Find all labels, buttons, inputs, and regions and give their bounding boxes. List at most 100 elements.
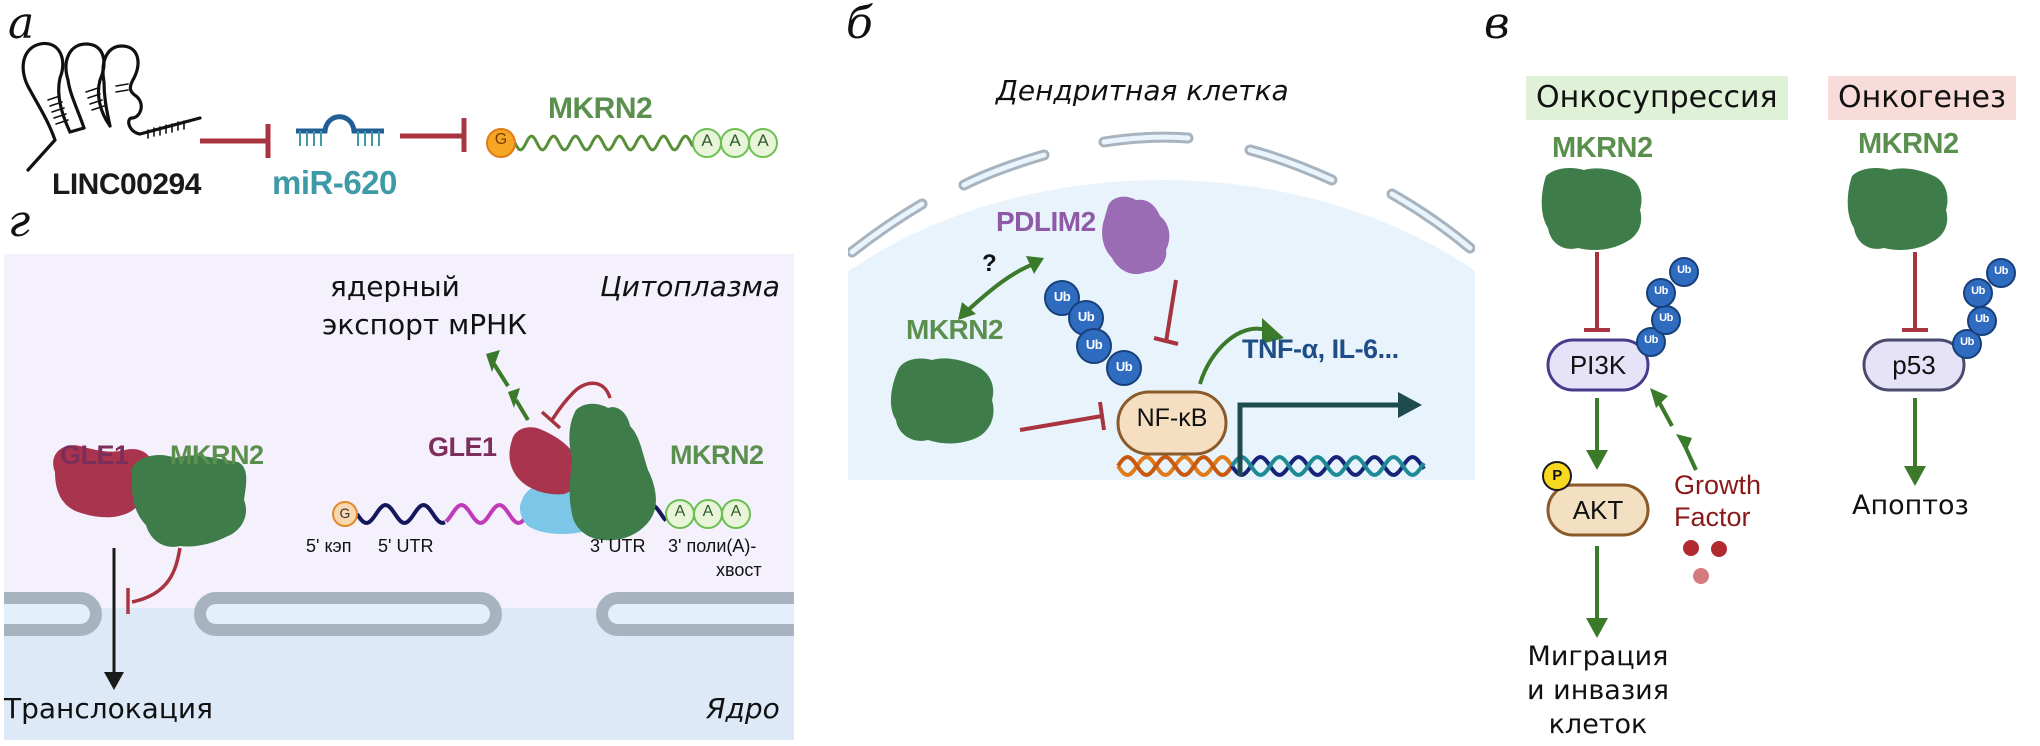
ub-label: Ub xyxy=(1085,337,1103,352)
p53-node xyxy=(1862,338,1966,392)
p53-label: p53 xyxy=(1892,350,1936,380)
growth-factor-label-line1: Growth xyxy=(1674,470,1762,500)
utr3-label: 3' UTR xyxy=(590,536,646,556)
mrna-cap-g xyxy=(332,501,358,527)
ub-label: Ub xyxy=(1053,289,1071,304)
polya-letter: A xyxy=(674,503,686,520)
ub-label: Ub xyxy=(1677,264,1691,276)
mrna-segment xyxy=(355,502,446,526)
unknown-interaction-mark: ? xyxy=(982,250,997,277)
cell-membrane-inner xyxy=(849,134,1473,255)
mkrn2-mrna-icon xyxy=(486,128,778,158)
ub-label: Ub xyxy=(1654,285,1668,297)
mkrn2-label-oncogenesis: MKRN2 xyxy=(1858,128,1959,160)
activation-arrow-nfkb xyxy=(1198,318,1284,385)
mkrn2-protein-b xyxy=(890,358,994,444)
migration-outcome-line2: и инвазия xyxy=(1527,675,1669,706)
pi3k-label: PI3K xyxy=(1569,350,1627,380)
translocation-label: Транслокация xyxy=(4,692,213,725)
polya-letter: A xyxy=(729,131,741,150)
inhibition-arrow-mkrn2-pi3k xyxy=(1584,252,1610,332)
dna-strand-teal-2 xyxy=(1230,454,1426,478)
polya-label-line1: 3' поли(A)- xyxy=(668,536,757,556)
mkrn2-protein-suppression xyxy=(1541,168,1642,250)
ubiquitin-chain-p53 xyxy=(1952,258,2016,359)
cytoplasm-label: Цитоплазма xyxy=(600,270,780,303)
ub-label: Ub xyxy=(1994,265,2008,277)
ubiquitin-chain-b xyxy=(1044,280,1142,386)
cap-letter-g: G xyxy=(339,505,351,521)
lncrna-hairpin-icon xyxy=(21,41,202,172)
apoptosis-outcome: Апоптоз xyxy=(1852,490,1969,521)
inhibition-arrow-mkrn2-p53 xyxy=(1902,252,1928,332)
polya-letter: A xyxy=(757,131,769,150)
migration-outcome-line3: клеток xyxy=(1548,709,1648,740)
panel-letter-b: б xyxy=(846,0,873,49)
cap-label: 5' кэп xyxy=(306,536,352,556)
inhibition-arrow-pdlim2-nfkb xyxy=(1153,279,1179,346)
polya-letter: A xyxy=(702,503,714,520)
ub-label: Ub xyxy=(1960,336,1974,348)
activation-arrow-p53-apoptosis xyxy=(1904,398,1926,486)
nfkb-complex xyxy=(1116,390,1228,456)
oncosuppression-header: Онкосупрессия xyxy=(1526,76,1788,120)
gle1-protein-right xyxy=(509,427,581,495)
mkrn2-label-b: MKRN2 xyxy=(906,314,1004,345)
lncrna-label: LINC00294 xyxy=(52,168,201,201)
mirna-icon xyxy=(296,114,384,146)
ub-label: Ub xyxy=(1115,359,1133,374)
inhibition-arrow-mkrn2-gle1 xyxy=(540,381,612,430)
target-genes-label: TNF-α, IL-6... xyxy=(1242,334,1399,364)
inhibition-arrow-mirna-mrna xyxy=(400,118,467,152)
pdlim2-protein xyxy=(1102,196,1170,275)
translocation-arrow xyxy=(104,548,124,690)
export-label-line2: экспорт мРНК xyxy=(322,308,528,341)
pdlim2-label: PDLIM2 xyxy=(996,206,1096,237)
mkrn2-label-right: MKRN2 xyxy=(670,440,764,470)
activation-arrow-growth-factor-pi3k xyxy=(1650,388,1698,471)
mkrn2-protein-oncogenesis xyxy=(1847,168,1948,250)
gle1-label-right: GLE1 xyxy=(428,432,497,462)
nuclear-envelope xyxy=(4,592,794,636)
cap-letter: G xyxy=(494,131,508,148)
inhibition-arrow-mkrn2-nfkb xyxy=(1019,401,1106,432)
mkrn2-protein-left xyxy=(131,455,247,547)
inhibition-arrow-mkrn2-translocation xyxy=(126,547,182,614)
nfkb-label: NF-κB xyxy=(1136,404,1208,432)
akt-node xyxy=(1546,483,1650,537)
polya-letter: A xyxy=(730,503,742,520)
polya-tail-g xyxy=(665,499,751,529)
cell-title: Дендритная клетка xyxy=(996,74,1289,107)
ub-label: Ub xyxy=(1971,285,1985,297)
polya-label-line2: хвост xyxy=(716,560,762,580)
gle1-label-left: GLE1 xyxy=(60,440,129,470)
polya-letter: A xyxy=(701,131,713,150)
ub-label: Ub xyxy=(1975,313,1989,325)
migration-outcome-line1: Миграция xyxy=(1527,641,1669,672)
mirna-label: miR-620 xyxy=(272,164,397,201)
panel-letter-v: в xyxy=(1484,0,1510,49)
ub-label: Ub xyxy=(1659,312,1673,324)
phosphate-label: P xyxy=(1552,467,1562,484)
gle1-protein-left xyxy=(53,445,153,518)
pi3k-node xyxy=(1546,338,1650,392)
oncogenesis-header: Онкогенез xyxy=(1828,76,2016,120)
export-arrow xyxy=(486,350,530,422)
mkrn2-protein-right xyxy=(569,403,656,541)
ub-label: Ub xyxy=(1077,309,1095,324)
export-label-line1: ядерный xyxy=(330,270,460,303)
cytoplasm-region xyxy=(4,254,794,608)
ub-label: Ub xyxy=(1644,334,1658,346)
utr5-label: 5' UTR xyxy=(378,536,434,556)
panel-letter-g: г xyxy=(8,196,31,247)
activation-arrow-pi3k-akt xyxy=(1586,398,1608,470)
ubiquitin-chain-pi3k xyxy=(1636,257,1699,357)
panel-letter-a: а xyxy=(8,0,35,49)
mkrn2-label-suppression: MKRN2 xyxy=(1552,132,1653,164)
transcription-start-arrow xyxy=(1237,392,1422,476)
nucleus-label: Ядро xyxy=(706,692,780,725)
growth-factor-label-line2: Factor xyxy=(1674,502,1751,532)
